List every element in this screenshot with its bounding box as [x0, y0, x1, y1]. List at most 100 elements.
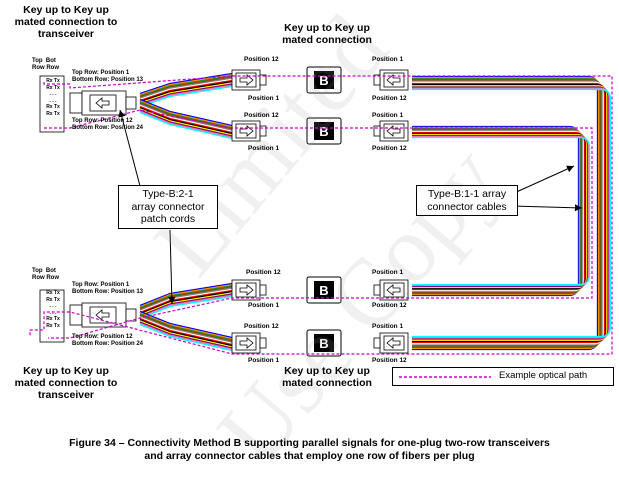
mpo-connector	[373, 279, 409, 301]
fiber-strand	[412, 88, 612, 338]
rxtx-label: Rx Tx	[46, 84, 60, 91]
plug-ferrule	[69, 92, 83, 114]
patch-label-bottom: Top Row: Position 1 Bottom Row: Position…	[72, 282, 182, 296]
patch-label-bottom-2: Top Row: Position 12 Bottom Row: Positio…	[72, 334, 182, 348]
connector-boot	[373, 74, 381, 86]
adapter-letter: B	[319, 124, 328, 139]
transceiver-2-header: Top Bot Row Row	[32, 268, 72, 282]
fiber-strand	[139, 101, 233, 129]
fiber-strand	[139, 83, 233, 105]
fiber-strand	[139, 294, 233, 318]
callout-line: patch cords	[140, 213, 196, 225]
fiber-strand	[139, 289, 233, 314]
title-top-mid: Key up to Key up mated connection	[272, 22, 382, 46]
fiber-strand	[412, 130, 585, 292]
row-label: Row	[46, 65, 60, 71]
row-label: Row	[46, 275, 60, 281]
arrowhead	[566, 165, 574, 173]
arrow-left-icon	[386, 74, 401, 86]
callout-arrow-line	[119, 109, 141, 187]
fiber-strand	[139, 109, 233, 137]
fiber-strand	[139, 72, 233, 95]
caption-line: Figure 34 – Connectivity Method B suppor…	[69, 437, 550, 449]
fiber-strand	[412, 79, 602, 347]
fiber-strand	[139, 316, 233, 345]
fiber-strand	[139, 323, 233, 352]
callout-arrow-line	[511, 165, 575, 195]
fiber-strand	[139, 285, 233, 309]
fiber-strand	[412, 133, 588, 289]
arrow-right-icon	[239, 284, 254, 296]
fiber-strand	[139, 321, 233, 349]
fiber-strand	[412, 125, 580, 297]
fiber-strand	[139, 78, 233, 101]
connector-boot	[259, 337, 267, 349]
fiber-strand	[139, 107, 233, 135]
arrow-left-icon	[386, 337, 401, 349]
pos-label: Position 1	[372, 56, 404, 63]
fiber-strand	[412, 80, 603, 346]
patch-plug	[69, 90, 137, 116]
callout-patch-cords: Type-B:2-1 array connector patch cords	[118, 185, 218, 229]
fiber-strand	[139, 291, 233, 315]
fiber-strand	[412, 75, 599, 351]
arrowhead	[574, 204, 582, 212]
adapter-key	[314, 334, 334, 352]
col-bot: Bot	[45, 268, 56, 274]
fiber-strand	[139, 81, 233, 103]
arrow-right-icon	[239, 337, 254, 349]
plug-boot	[125, 96, 137, 110]
arrowhead	[168, 296, 176, 304]
legend-label: Example optical path	[499, 370, 588, 381]
arrow-left-icon	[95, 309, 110, 321]
adapter: B	[306, 117, 342, 145]
patch-label-top: Top Row: Position 1 Bottom Row: Position…	[72, 70, 182, 84]
pos-label: Position 12	[372, 302, 407, 309]
fiber-strand	[412, 86, 609, 340]
pos-label: Position 12	[372, 95, 407, 102]
col-bot: Bot	[45, 58, 56, 64]
rxtx-label: Rx Tx	[46, 322, 60, 329]
patch-label-line: Top Row: Position 1	[72, 282, 130, 288]
fiber-strand	[139, 315, 233, 343]
callout-arrow-line	[169, 229, 173, 305]
fiber-strand	[139, 105, 233, 134]
pos-label: Position 12	[244, 323, 279, 330]
rxtx-label: Rx Tx	[46, 290, 60, 296]
title-line: Key up to Key up	[23, 4, 109, 16]
optical-path	[29, 75, 613, 355]
connector-boot	[373, 284, 381, 296]
adapter-key	[314, 281, 334, 299]
mpo-connector	[231, 120, 267, 142]
patch-label-line: Top Row: Position 12	[72, 334, 133, 340]
fiber-strand	[139, 295, 233, 320]
connector-boot	[259, 284, 267, 296]
fiber-strand	[139, 284, 233, 308]
patch-label-line: Bottom Row: Position 13	[72, 289, 143, 295]
fiber-strand	[139, 111, 233, 140]
pos-label: Position 12	[246, 269, 281, 276]
fiber-strand	[412, 84, 607, 342]
patch-label-line: Top Row: Position 1	[72, 70, 130, 76]
fiber-strand	[139, 313, 233, 341]
fiber-strand	[412, 134, 589, 288]
mpo-connector	[373, 332, 409, 354]
callout-line: Type-B:2-1	[142, 188, 194, 200]
fiber-strand	[139, 319, 233, 347]
fiber-strand	[412, 131, 586, 291]
array-cable	[412, 75, 612, 351]
fiber-strand	[412, 81, 605, 345]
fiber-strand	[139, 75, 233, 97]
adapter: B	[306, 276, 342, 304]
title-bottom-left: Key up to Key up mated connection to tra…	[6, 365, 126, 401]
arrowhead	[118, 110, 126, 118]
transceiver-box	[39, 289, 65, 343]
transceiver-box	[39, 75, 65, 133]
adapter-key	[314, 122, 334, 140]
pos-label: Position 12	[372, 357, 407, 364]
transceiver-1-header: Top Bot Row Row	[32, 58, 72, 72]
fiber-strand	[139, 293, 233, 317]
title-line: transceiver	[37, 28, 95, 40]
patch-label-line: Bottom Row: Position 24	[72, 125, 143, 131]
arrow-left-icon	[95, 97, 110, 109]
